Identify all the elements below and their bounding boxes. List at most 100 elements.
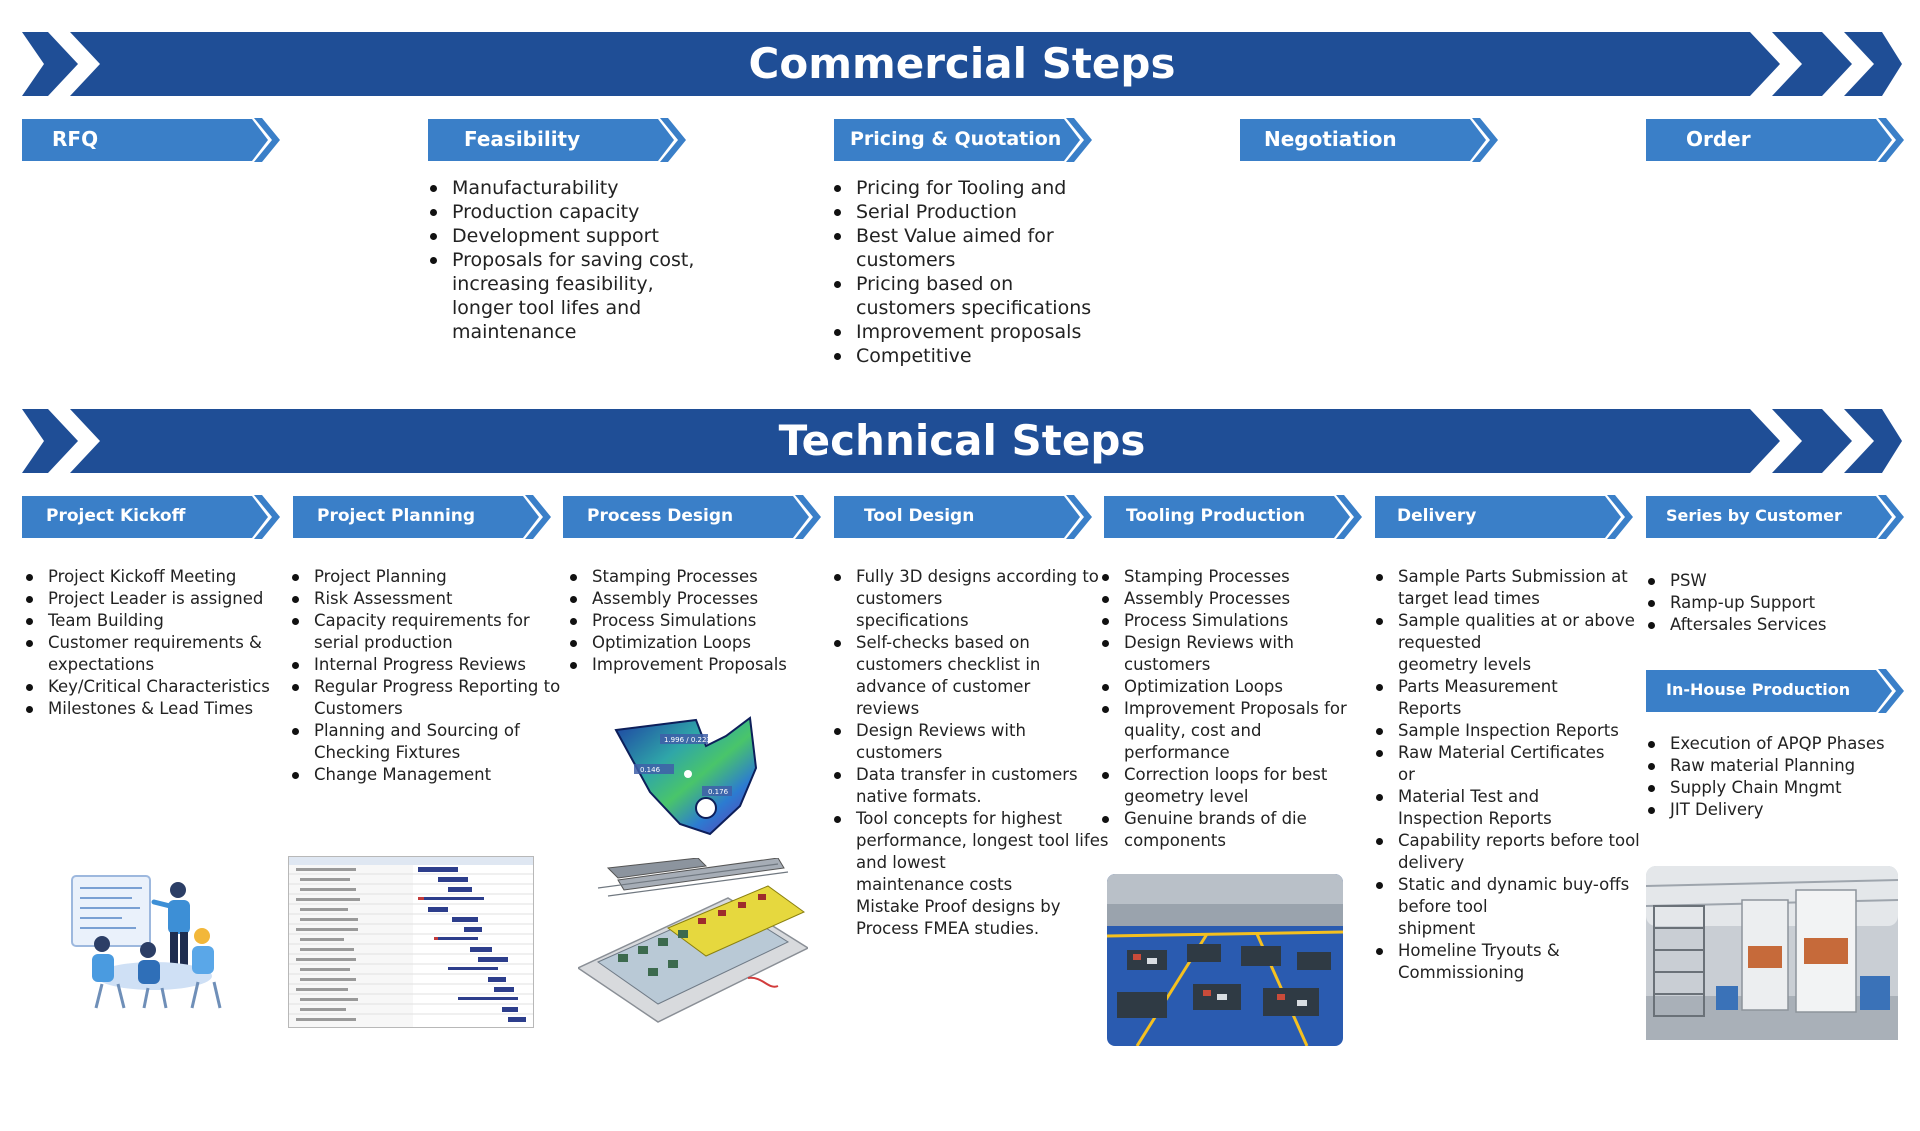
commercial-title: Commercial Steps	[748, 39, 1176, 88]
step-arrow-shape	[293, 495, 551, 539]
list-item: Aftersales Services	[1648, 614, 1920, 636]
team-meeting-illustration	[71, 875, 222, 1009]
step-order: Order	[1646, 118, 1908, 162]
step-label-feasibility: Feasibility	[464, 127, 581, 151]
step-arrow-shape	[1240, 118, 1498, 162]
feasibility-list: Manufacturability Production capacity De…	[428, 176, 742, 344]
process-design-list: Stamping Processes Assembly Processes Pr…	[568, 566, 847, 676]
step-arrow-shape	[22, 118, 280, 162]
list-item: Production capacity	[430, 200, 742, 224]
list-item: customers	[856, 743, 943, 762]
list-item: Pricing for Tooling and	[834, 176, 1156, 200]
list-item: Sample Parts Submission at	[1376, 566, 1660, 588]
step-label-project-kickoff: Project Kickoff	[46, 506, 186, 526]
list-item: Supply Chain Mngmt	[1648, 777, 1920, 799]
list-item: Regular Progress Reporting to	[292, 676, 576, 698]
list-item: Development support	[430, 224, 742, 248]
list-item: Commissioning	[1398, 963, 1525, 982]
step-label-tool-design: Tool Design	[864, 506, 975, 526]
die-design-drawing	[578, 858, 808, 1023]
list-item: Stamping Processes	[1102, 566, 1379, 588]
step-arrow-shape	[428, 118, 686, 162]
list-item: Assembly Processes	[570, 588, 847, 610]
list-item: Raw material Planning	[1648, 755, 1920, 777]
list-item: Fully 3D designs according to	[834, 566, 1124, 588]
list-item: Execution of APQP Phases	[1648, 733, 1920, 755]
list-item: JIT Delivery	[1648, 799, 1920, 821]
step-rfq: RFQ	[22, 118, 284, 162]
step-series-by-customer: Series by Customer	[1646, 495, 1908, 539]
list-item: performance	[1124, 743, 1230, 762]
list-item: Project Planning	[292, 566, 576, 588]
step-label-delivery: Delivery	[1397, 506, 1477, 526]
step-label-order: Order	[1686, 127, 1751, 151]
list-item: customers	[856, 589, 943, 608]
simulation-label: 0.176	[708, 788, 729, 796]
list-item: Design Reviews with	[834, 720, 1124, 742]
technical-banner: Technical Steps	[22, 409, 1902, 473]
list-item: specifications	[856, 611, 969, 630]
step-pricing-quotation: Pricing & Quotation	[834, 118, 1096, 162]
delivery-list: Sample Parts Submission at target lead t…	[1374, 566, 1660, 984]
list-item: Correction loops for best	[1102, 764, 1379, 786]
step-arrow-shape	[1375, 495, 1633, 539]
list-item: Capability reports before tool	[1376, 830, 1660, 852]
list-item: Manufacturability	[430, 176, 742, 200]
list-item: Capacity requirements for	[292, 610, 576, 632]
list-item: Material Test and	[1376, 786, 1660, 808]
simulation-label: 0.146	[640, 766, 661, 774]
list-item: geometry level	[1124, 787, 1249, 806]
list-item: customers specifications	[856, 297, 1092, 319]
list-item: Process Simulations	[1102, 610, 1379, 632]
list-item: Mistake Proof designs by	[856, 897, 1061, 916]
step-in-house-production: In-House Production	[1646, 669, 1908, 713]
list-item: Improvement proposals	[834, 320, 1156, 344]
list-item: Team Building	[26, 610, 303, 632]
list-item: delivery	[1398, 853, 1465, 872]
list-item: Data transfer in customers	[834, 764, 1124, 786]
list-item: Serial Production	[834, 200, 1156, 224]
step-label-tooling-production: Tooling Production	[1126, 506, 1306, 526]
list-item: Proposals for saving cost,	[430, 248, 742, 272]
list-item: Homeline Tryouts &	[1376, 940, 1660, 962]
list-item: performance, longest tool lifes	[856, 831, 1109, 850]
simulation-label: 1.996 / 0.223	[664, 736, 711, 744]
step-arrow-shape	[1104, 495, 1362, 539]
list-item: Checking Fixtures	[314, 743, 461, 762]
list-item: requested	[1398, 633, 1482, 652]
list-item: components	[1124, 831, 1226, 850]
list-item: Raw Material Certificates	[1376, 742, 1660, 764]
list-item: Assembly Processes	[1102, 588, 1379, 610]
list-item: Self-checks based on	[834, 632, 1124, 654]
list-item: Optimization Loops	[570, 632, 847, 654]
step-label-series-by-customer: Series by Customer	[1666, 506, 1842, 525]
list-item: Static and dynamic buy-offs	[1376, 874, 1660, 896]
technical-banner-shape	[22, 409, 1902, 473]
list-item: Design Reviews with	[1102, 632, 1379, 654]
list-item: native formats.	[856, 787, 982, 806]
step-project-kickoff: Project Kickoff	[22, 495, 284, 539]
list-item: longer tool lifes and	[452, 297, 642, 319]
list-item: Process FMEA studies.	[856, 919, 1040, 938]
tooling-production-photo	[1107, 874, 1343, 1046]
list-item: Customer requirements &	[26, 632, 303, 654]
step-label-process-design: Process Design	[587, 506, 734, 526]
step-tool-design: Tool Design	[834, 495, 1096, 539]
gantt-chart-thumbnail	[288, 856, 534, 1028]
list-item: Milestones & Lead Times	[26, 698, 303, 720]
list-item: Internal Progress Reviews	[292, 654, 576, 676]
commercial-banner-shape	[22, 32, 1902, 96]
step-feasibility: Feasibility	[428, 118, 690, 162]
list-item: customers checklist in	[856, 655, 1041, 674]
list-item: Planning and Sourcing of	[292, 720, 576, 742]
technical-title: Technical Steps	[778, 416, 1146, 465]
tooling-production-list: Stamping Processes Assembly Processes Pr…	[1100, 566, 1379, 852]
step-arrow-shape	[1646, 118, 1904, 162]
list-item: customers	[856, 249, 956, 271]
list-item: Customers	[314, 699, 403, 718]
list-item: advance of customer	[856, 677, 1031, 696]
list-item: Improvement Proposals	[570, 654, 847, 676]
list-item: expectations	[48, 655, 155, 674]
list-item: Pricing based on	[834, 272, 1156, 296]
list-item: and lowest	[856, 853, 946, 872]
